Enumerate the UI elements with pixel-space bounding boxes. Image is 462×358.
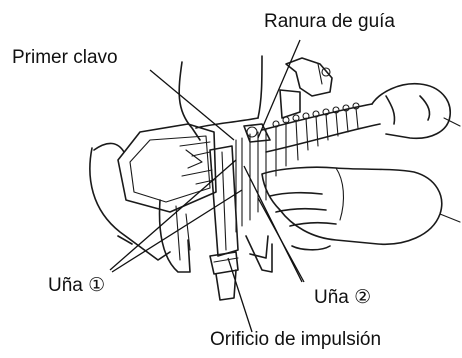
label-drive-hole: Orificio de impulsión <box>210 329 382 350</box>
tool-body <box>89 55 333 301</box>
label-guide-slot: Ranura de guía <box>264 11 395 32</box>
label-pawl-2: Uña ② <box>314 287 372 308</box>
leader-pawl-2b <box>257 197 305 283</box>
leader-pawl-1b <box>111 189 243 273</box>
label-pawl-1: Uña ① <box>48 275 106 296</box>
leader-lines <box>109 39 305 333</box>
leader-drive-hole <box>227 257 253 333</box>
leader-pawl-1a <box>109 159 237 271</box>
label-first-nail: Primer clavo <box>12 47 118 68</box>
leader-guide-slot <box>257 39 301 139</box>
hand-lower <box>261 166 461 246</box>
hand-upper <box>371 82 461 140</box>
leader-pawl-2a <box>243 165 303 283</box>
leader-first-nail <box>149 69 235 141</box>
